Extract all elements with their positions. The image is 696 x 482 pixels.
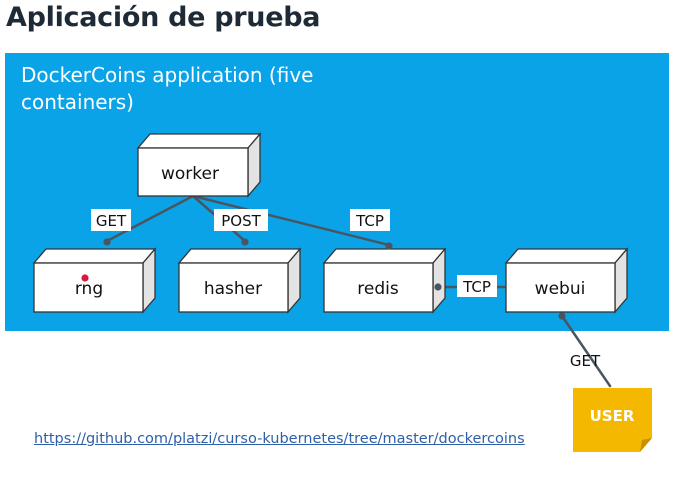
redis-label: redis bbox=[357, 279, 399, 299]
edge-label-text: TCP bbox=[355, 212, 384, 230]
panel-label: DockerCoins application (five containers… bbox=[21, 63, 314, 114]
user-node: USER bbox=[573, 388, 652, 452]
edge-label-webui-user: GET bbox=[570, 352, 601, 370]
worker-node: worker bbox=[136, 132, 262, 198]
connector-dot bbox=[103, 238, 111, 246]
connector-dot bbox=[558, 312, 566, 320]
edge-worker-rng bbox=[105, 194, 195, 243]
user-label: USER bbox=[590, 407, 635, 425]
edge-worker-redis bbox=[191, 194, 391, 247]
pointer-marker bbox=[81, 274, 89, 282]
rng-node: rng bbox=[32, 247, 157, 314]
edge-label-worker-hasher: POST bbox=[214, 209, 268, 231]
rng-label: rng bbox=[75, 279, 103, 299]
webui-label: webui bbox=[535, 279, 586, 299]
connector-dot bbox=[241, 238, 249, 246]
redis-node: redis bbox=[322, 247, 447, 314]
edge-label-text: POST bbox=[221, 212, 261, 230]
edge-label-text: GET bbox=[96, 212, 127, 230]
edge-label-worker-rng: GET bbox=[91, 209, 131, 231]
connector-dot bbox=[385, 242, 393, 250]
connector-dot bbox=[434, 283, 442, 291]
slide-title: Aplicación de prueba bbox=[6, 2, 321, 33]
edge-label-text: GET bbox=[570, 352, 601, 370]
edge-label-worker-redis: TCP bbox=[350, 209, 390, 231]
repo-link[interactable]: https://github.com/platzi/curso-kubernet… bbox=[34, 431, 525, 447]
hasher-node: hasher bbox=[177, 247, 302, 314]
edge-webui-user bbox=[560, 314, 612, 388]
webui-node: webui bbox=[504, 247, 629, 314]
edge-label-text: TCP bbox=[462, 278, 491, 296]
worker-label: worker bbox=[161, 164, 219, 184]
hasher-label: hasher bbox=[204, 279, 262, 299]
edge-label-redis-webui: TCP bbox=[457, 275, 497, 297]
